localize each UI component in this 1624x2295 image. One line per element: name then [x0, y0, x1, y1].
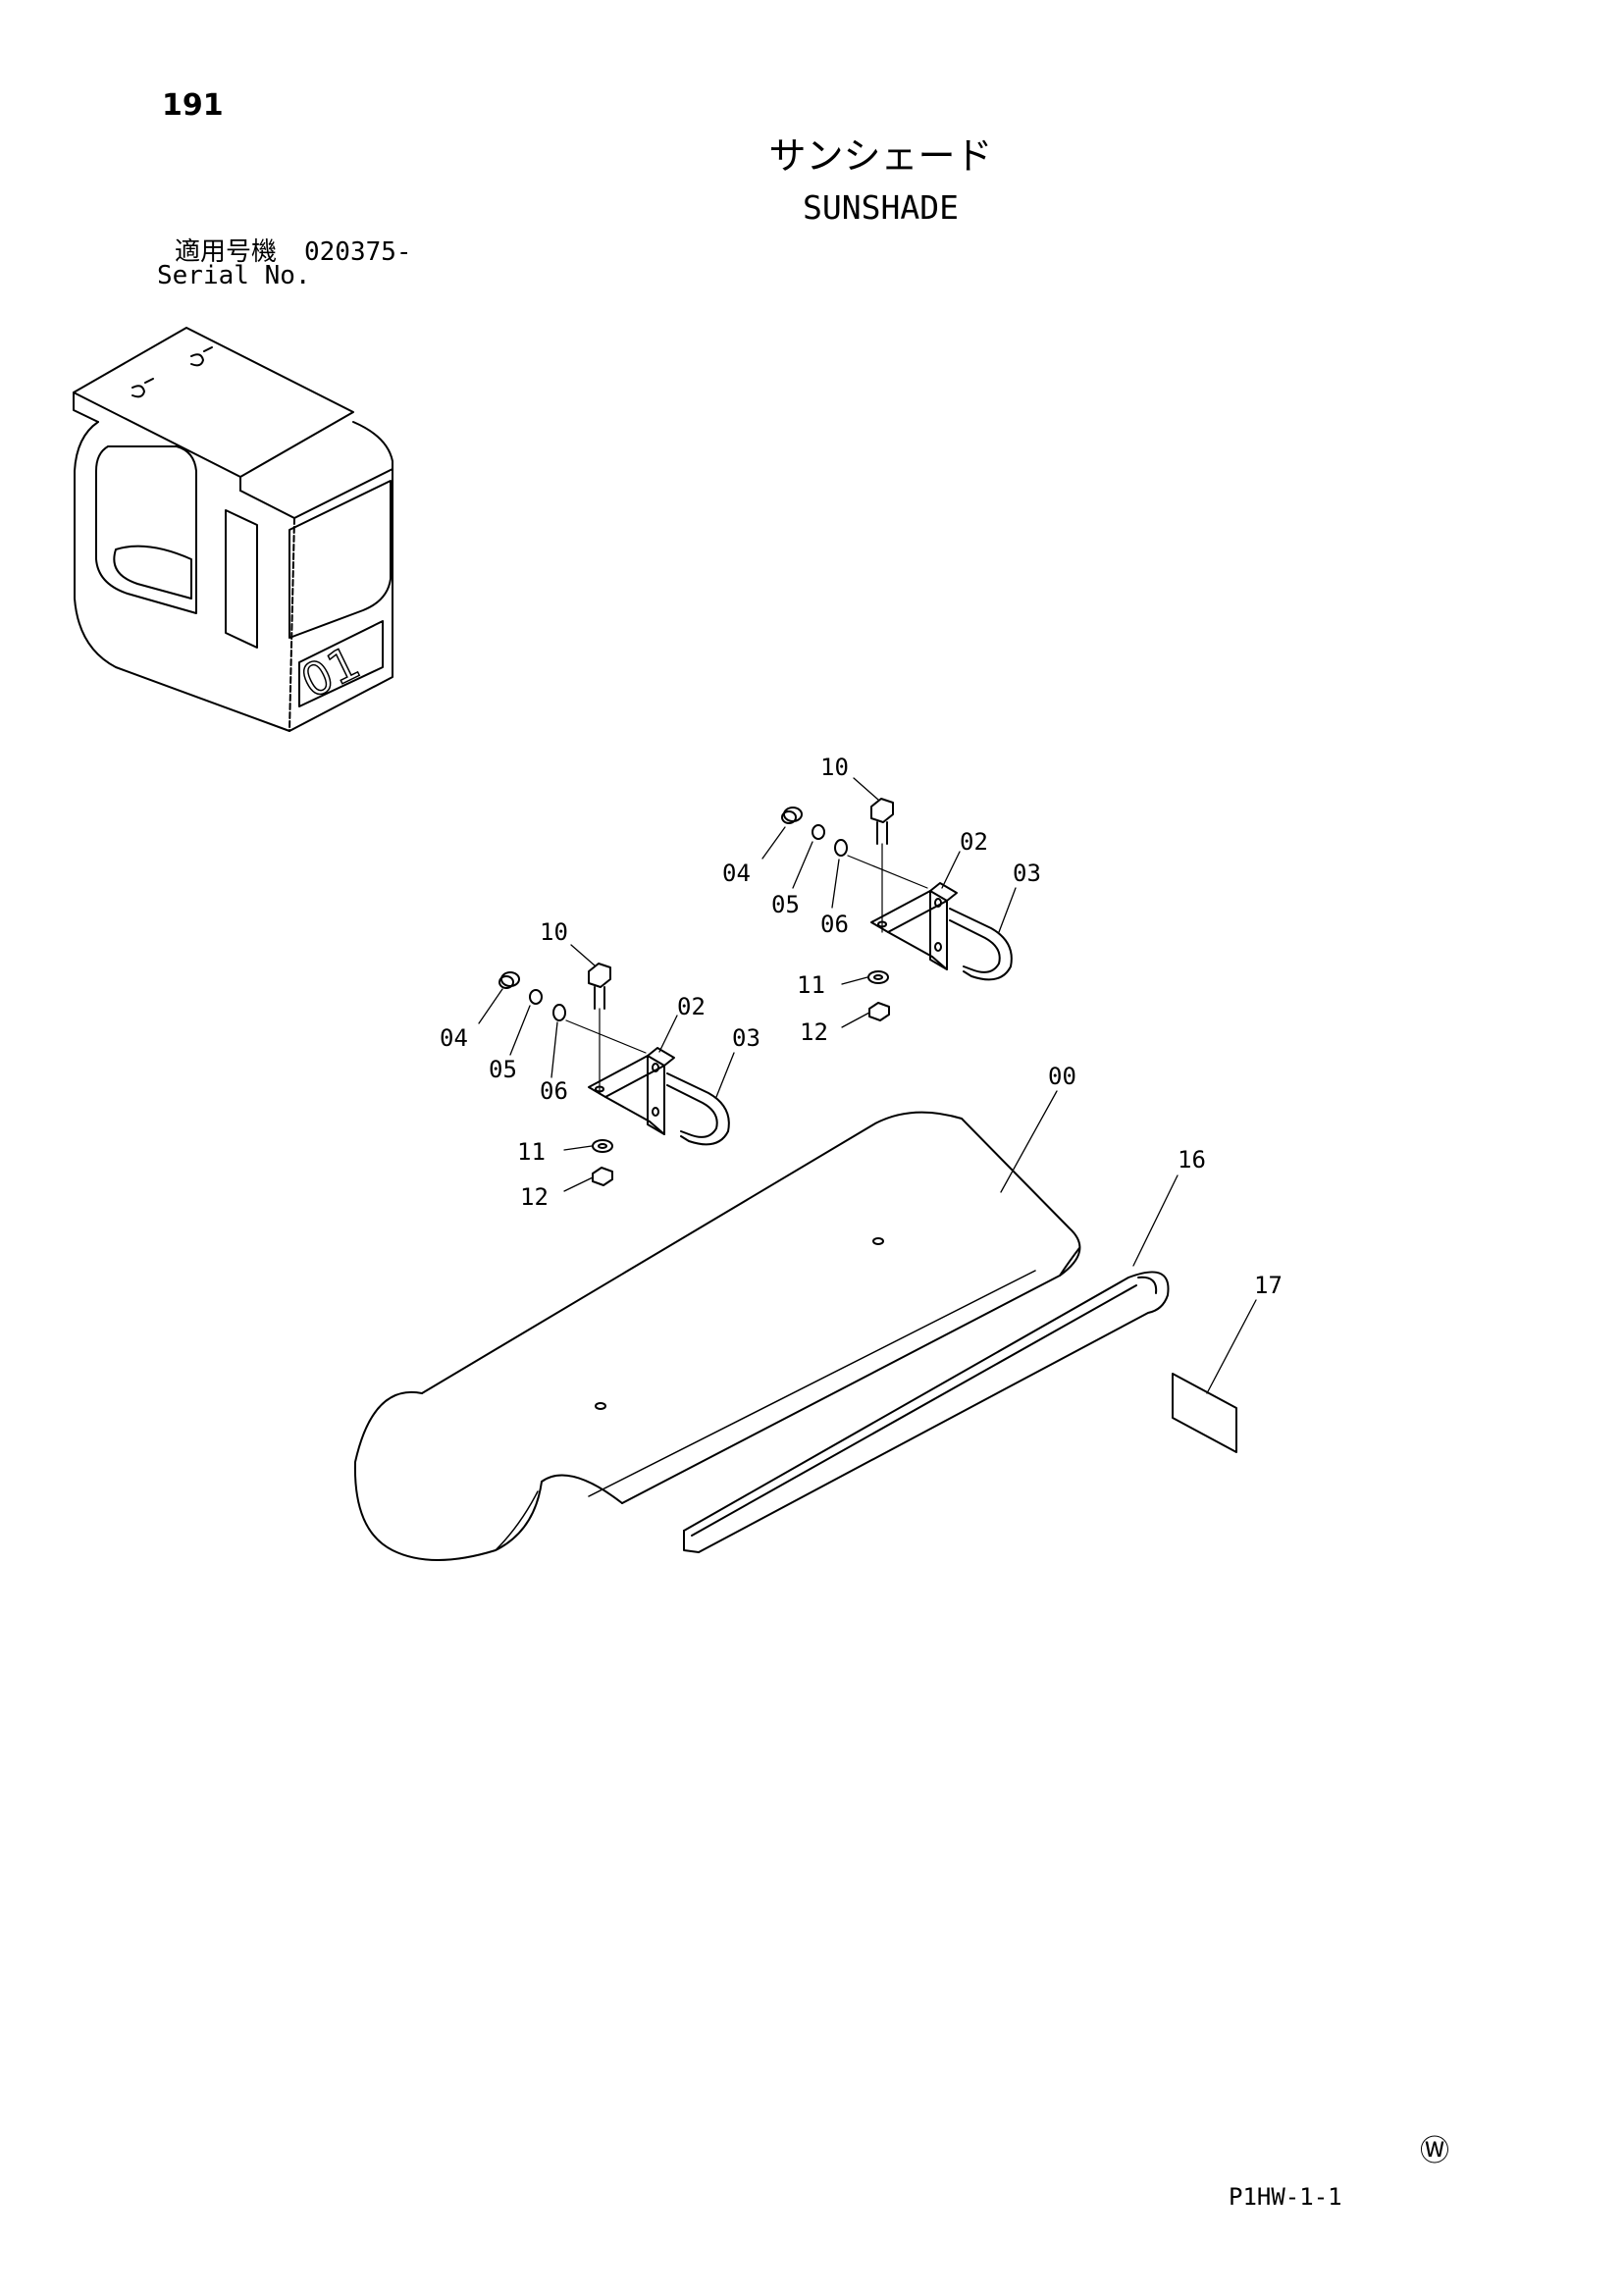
bracket-assembly-lower: [498, 963, 730, 1186]
part-label-12-upper: 12: [800, 1018, 828, 1046]
part-label-10-upper: 10: [820, 754, 849, 781]
part-label-00: 00: [1048, 1063, 1076, 1090]
label-plate: [1172, 1373, 1237, 1453]
part-label-03-lower: 03: [732, 1024, 760, 1052]
part-label-16: 16: [1178, 1146, 1206, 1174]
serial-label-english: Serial No.: [157, 261, 311, 290]
serial-value: 020375-: [304, 237, 412, 267]
title-japanese: サンシェード: [768, 134, 993, 178]
drawing-code: P1HW-1-1: [1229, 2183, 1342, 2211]
part-label-05-upper: 05: [771, 891, 800, 918]
part-label-10-lower: 10: [540, 918, 568, 946]
part-label-11-lower: 11: [517, 1138, 546, 1166]
page-number: 191: [162, 88, 224, 123]
part-label-04-upper: 04: [722, 860, 751, 887]
serial-label-japanese: 適用号機: [175, 237, 278, 267]
title-english: SUNSHADE: [803, 188, 959, 227]
part-label-17: 17: [1254, 1272, 1283, 1299]
part-label-12-lower: 12: [520, 1183, 549, 1211]
cab-number-label: 01: [293, 636, 368, 708]
cab-thumbnail: [73, 327, 393, 732]
part-label-05-lower: 05: [489, 1056, 517, 1083]
part-label-11-upper: 11: [797, 971, 825, 999]
part-label-06-lower: 06: [540, 1077, 568, 1105]
bracket-assembly-upper: [781, 798, 1013, 1021]
sunshade-panel: [353, 1111, 1081, 1561]
part-label-06-upper: 06: [820, 911, 849, 938]
copyright-mark: Ⓦ: [1420, 2134, 1449, 2168]
part-label-03-upper: 03: [1013, 860, 1041, 887]
leader-lines: [478, 777, 1257, 1394]
trim-strip: [683, 1271, 1170, 1553]
part-label-04-lower: 04: [440, 1024, 468, 1052]
part-label-02-upper: 02: [960, 828, 988, 856]
part-label-02-lower: 02: [677, 993, 706, 1020]
